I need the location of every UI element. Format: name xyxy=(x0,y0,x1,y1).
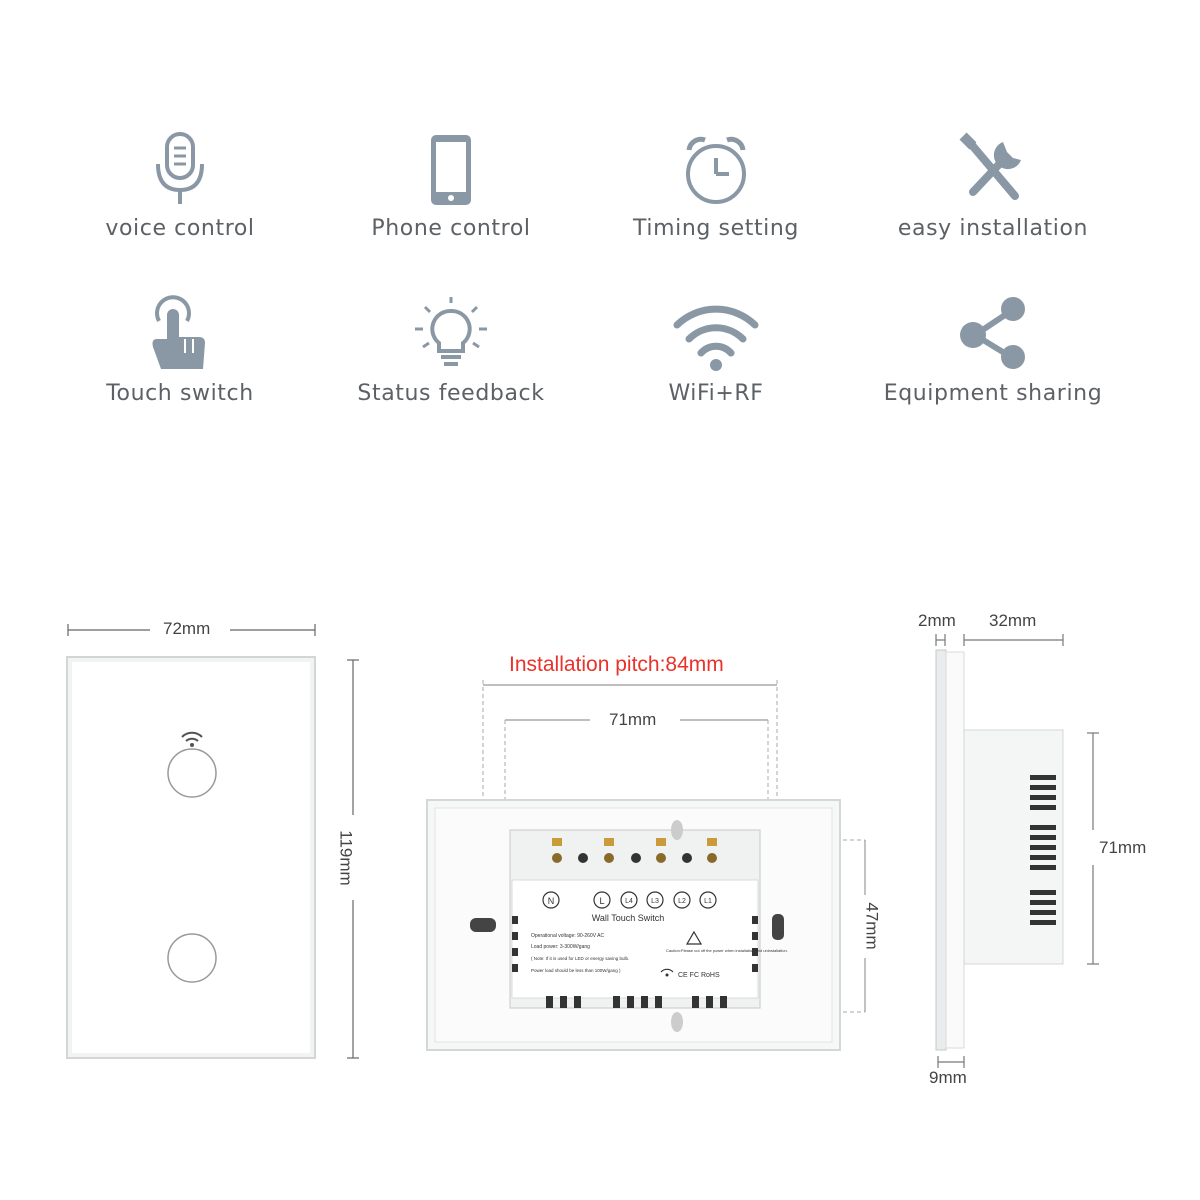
terminal-label: N xyxy=(548,896,555,906)
terminal-label: L xyxy=(599,896,604,906)
back-wifi-icon xyxy=(660,968,674,977)
feature-label: Status feedback xyxy=(357,381,545,406)
wifi-icon xyxy=(673,305,759,371)
installation-pitch-label: Installation pitch:84mm xyxy=(509,653,724,676)
back-label-title: Wall Touch Switch xyxy=(592,913,665,923)
terminal-markers xyxy=(542,891,717,909)
side-vent-slots xyxy=(1030,775,1056,925)
spec-power: Power load should be less than 100W/gang… xyxy=(531,968,621,973)
side-height-label: 71mm xyxy=(1099,838,1147,857)
feature-label: Touch switch xyxy=(106,381,254,406)
vent-slots xyxy=(512,916,758,1008)
feature-status-feedback: Status feedback xyxy=(301,295,601,406)
phone-icon xyxy=(431,135,471,205)
feature-phone-control: Phone control xyxy=(301,130,601,241)
feature-timing-setting: Timing setting xyxy=(566,130,866,241)
feature-equipment-sharing: Equipment sharing xyxy=(843,295,1143,406)
touch-button-bottom xyxy=(167,933,217,983)
caution-text: Caution:Please cut off the power when in… xyxy=(666,948,788,953)
feature-touch-switch: Touch switch xyxy=(30,295,330,406)
caution-triangle-icon xyxy=(685,930,703,945)
microphone-icon xyxy=(156,132,204,204)
share-icon xyxy=(960,297,1025,369)
spec-load: Load power: 3-300W/gang xyxy=(531,944,590,950)
terminal-label: L1 xyxy=(704,898,712,905)
feature-label: Equipment sharing xyxy=(883,381,1103,406)
spec-note: ( Note: If it is used for LED or energy … xyxy=(531,956,629,961)
alarm-clock-icon xyxy=(686,136,746,204)
terminal-label: L3 xyxy=(651,898,659,905)
front-wifi-icon xyxy=(181,731,203,747)
terminal-label: L4 xyxy=(625,898,633,905)
feature-label: voice control xyxy=(105,216,255,241)
touch-button-top xyxy=(167,748,217,798)
feature-voice-control: voice control xyxy=(30,130,330,241)
feature-label: Phone control xyxy=(371,216,531,241)
feature-wifi-rf: WiFi+RF xyxy=(566,295,866,406)
tools-icon xyxy=(959,132,1021,200)
feature-label: Timing setting xyxy=(633,216,799,241)
terminal-label: L2 xyxy=(678,898,686,905)
side-depth-label: 32mm xyxy=(989,611,1037,630)
terminal-screws xyxy=(552,838,717,863)
feature-label: WiFi+RF xyxy=(668,381,764,406)
front-width-label: 72mm xyxy=(163,619,211,638)
side-glass-label: 2mm xyxy=(918,611,956,630)
feature-easy-installation: easy installation xyxy=(843,130,1143,241)
side-bottom-label: 9mm xyxy=(929,1068,967,1087)
touch-hand-icon xyxy=(152,295,205,369)
spec-voltage: Operational voltage: 90-260V AC xyxy=(531,933,604,939)
cert-marks: CE FC RoHS xyxy=(678,972,720,979)
feature-label: easy installation xyxy=(897,216,1089,241)
light-bulb-icon xyxy=(415,297,487,366)
back-width-label: 71mm xyxy=(609,710,657,729)
